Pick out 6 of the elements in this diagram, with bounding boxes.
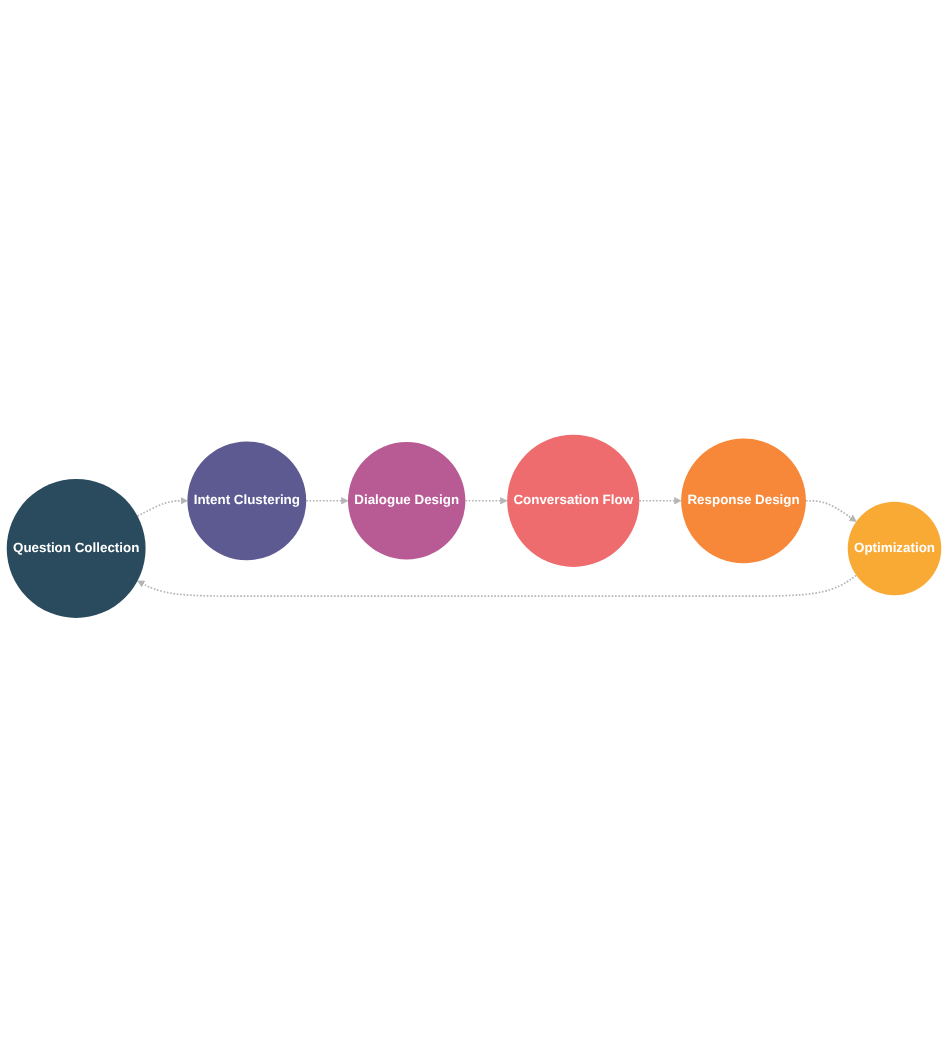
arrow — [464, 496, 508, 505]
arrow — [305, 496, 349, 505]
arrow — [805, 499, 857, 522]
arrow — [137, 574, 858, 597]
arrow — [136, 496, 188, 517]
arrow — [638, 496, 682, 505]
